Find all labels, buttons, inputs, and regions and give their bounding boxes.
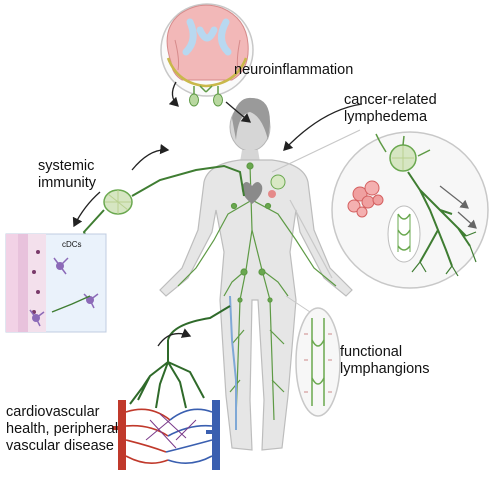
label-cancer-lymphedema: cancer-related lymphedema — [344, 92, 437, 125]
label-systemic-immunity: systemic immunity — [38, 158, 97, 191]
human-body — [159, 97, 353, 451]
lymphedema-magnifier — [271, 129, 489, 289]
tumor-icon — [268, 190, 276, 198]
label-functional-lymphangions: functional lymphangions — [340, 344, 430, 377]
label-neuroinflammation: neuroinflammation — [234, 62, 354, 78]
leg-vein — [229, 295, 237, 430]
tumor-cluster — [347, 180, 384, 218]
label-cdcs: cDCs — [62, 240, 82, 249]
skin-tissue-inset — [5, 233, 107, 333]
lymphangion-magnifier — [285, 295, 341, 417]
brain-illustration — [160, 3, 254, 107]
lymphatic-network — [177, 162, 337, 421]
label-cardiovascular: cardiovascular health, peripheral vascul… — [6, 404, 119, 454]
vascular-bed — [112, 305, 231, 470]
heart-icon — [241, 182, 263, 204]
